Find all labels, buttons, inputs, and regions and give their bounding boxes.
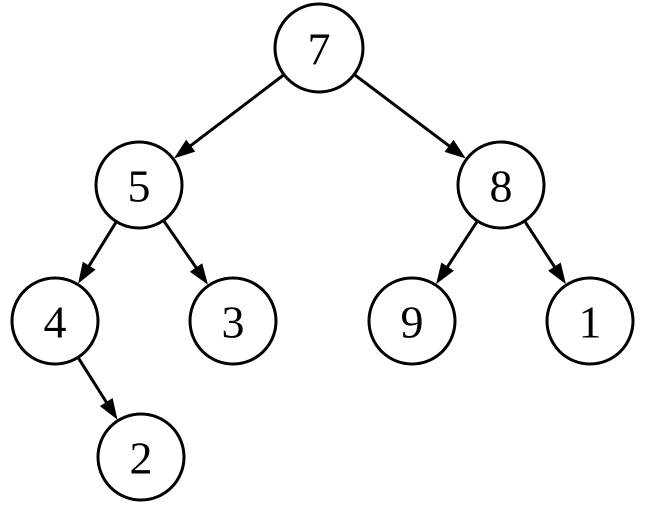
- node-circle[interactable]: [188, 276, 278, 366]
- node-label: 8: [490, 161, 513, 212]
- edge-arrowhead: [174, 139, 196, 159]
- edge-arrowhead: [548, 262, 566, 285]
- tree-node[interactable]: 2: [96, 412, 186, 502]
- edge-arrowhead: [189, 263, 208, 285]
- edge-line: [162, 220, 199, 271]
- node-label: 4: [44, 297, 67, 348]
- tree-node[interactable]: 3: [188, 276, 278, 366]
- node-circle[interactable]: [545, 276, 635, 366]
- edge-line: [354, 73, 452, 149]
- node-circle[interactable]: [94, 140, 184, 230]
- node-label: 2: [130, 433, 153, 484]
- edge-line: [77, 357, 109, 405]
- tree-node[interactable]: 5: [94, 140, 184, 230]
- edge-arrowhead: [444, 139, 466, 159]
- node-circle[interactable]: [96, 412, 186, 502]
- node-circle[interactable]: [456, 140, 546, 230]
- tree-node[interactable]: 8: [456, 140, 546, 230]
- edge-arrowhead: [99, 398, 118, 420]
- node-circle[interactable]: [367, 276, 457, 366]
- edge-line: [86, 221, 118, 269]
- node-label: 7: [308, 24, 331, 75]
- node-layer: 7 5 8 4 3 9 1 2: [10, 2, 635, 502]
- edge-line: [523, 220, 557, 270]
- node-circle[interactable]: [10, 276, 100, 366]
- node-label: 3: [222, 297, 245, 348]
- edge-line: [188, 74, 285, 149]
- tree-node[interactable]: 4: [10, 276, 100, 366]
- tree-node[interactable]: 9: [367, 276, 457, 366]
- edge-arrowhead: [78, 261, 96, 284]
- tree-node[interactable]: 7: [273, 2, 365, 94]
- tree-node[interactable]: 1: [545, 276, 635, 366]
- edge-arrowhead: [436, 262, 454, 285]
- edge-line: [445, 220, 479, 270]
- edge-layer: [77, 73, 566, 420]
- node-circle[interactable]: [273, 2, 365, 94]
- node-label: 5: [128, 161, 151, 212]
- node-label: 1: [579, 297, 602, 348]
- node-label: 9: [401, 297, 424, 348]
